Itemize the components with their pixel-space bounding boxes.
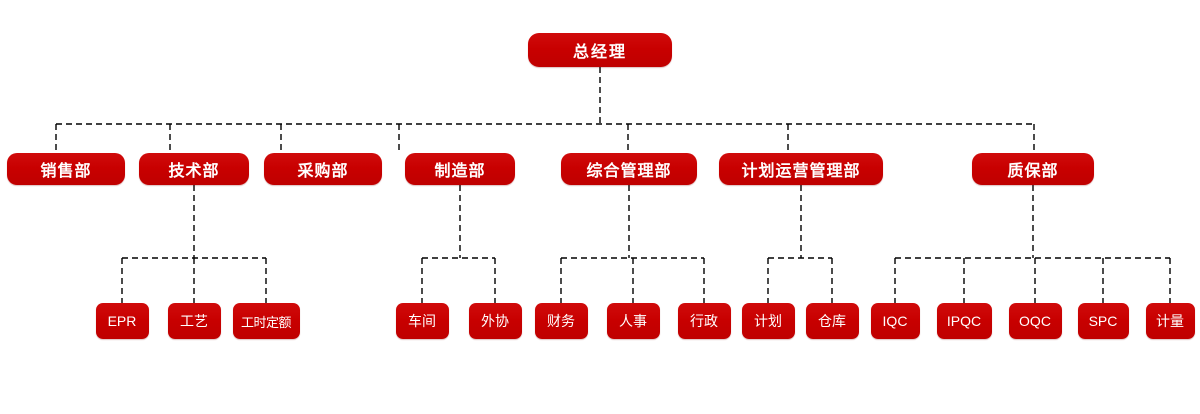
org-node-leaf-n3[interactable]: 车间	[395, 303, 449, 339]
org-node-dept-n4[interactable]: 综合管理部	[561, 153, 697, 185]
org-node-leaf-spc[interactable]: SPC	[1077, 303, 1129, 339]
org-node-dept-n1[interactable]: 技术部	[139, 153, 249, 185]
org-node-leaf-oqc[interactable]: OQC	[1008, 303, 1062, 339]
org-node-dept-n3[interactable]: 制造部	[405, 153, 515, 185]
org-node-leaf-iqc[interactable]: IQC	[870, 303, 920, 339]
org-node-dept-n2[interactable]: 采购部	[264, 153, 382, 185]
org-node-leaf-n4[interactable]: 外协	[468, 303, 522, 339]
org-node-dept-n0[interactable]: 销售部	[7, 153, 125, 185]
org-node-root[interactable]: 总经理	[528, 33, 672, 67]
org-node-leaf-n2[interactable]: 工时定额	[232, 303, 300, 339]
org-node-leaf-n6[interactable]: 人事	[606, 303, 660, 339]
org-node-leaf-n1[interactable]: 工艺	[167, 303, 221, 339]
org-node-dept-n6[interactable]: 质保部	[972, 153, 1094, 185]
org-node-leaf-n8[interactable]: 计划	[741, 303, 795, 339]
org-node-leaf-n14[interactable]: 计量	[1145, 303, 1195, 339]
org-node-leaf-n7[interactable]: 行政	[677, 303, 731, 339]
org-node-leaf-n5[interactable]: 财务	[534, 303, 588, 339]
org-node-dept-n5[interactable]: 计划运营管理部	[719, 153, 883, 185]
org-node-leaf-n9[interactable]: 仓库	[805, 303, 859, 339]
org-node-leaf-ipqc[interactable]: IPQC	[936, 303, 992, 339]
org-node-leaf-epr[interactable]: EPR	[95, 303, 149, 339]
